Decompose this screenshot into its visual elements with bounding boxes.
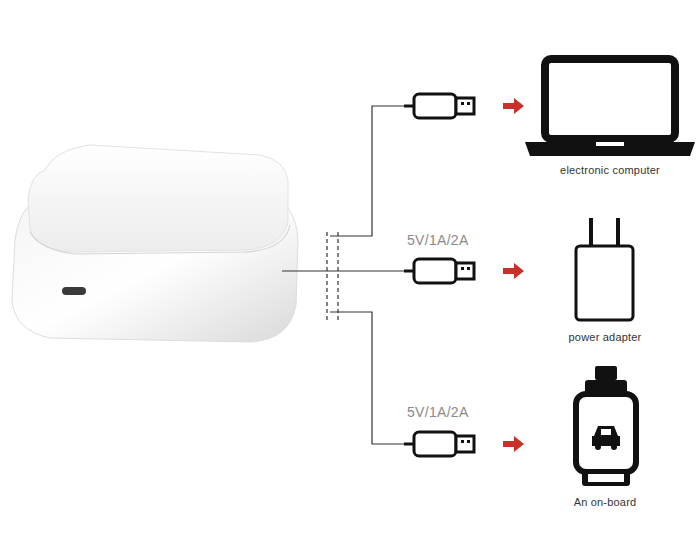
usb-plug	[404, 259, 474, 283]
device-icon	[545, 214, 665, 346]
usb-plug	[404, 94, 474, 118]
car-charger-icon	[576, 366, 636, 486]
power-rating: 5V/1A/2A	[407, 232, 469, 248]
cable	[282, 106, 408, 444]
red-arrows	[503, 98, 524, 452]
device-icon	[520, 48, 700, 182]
device-caption: An on-board	[545, 496, 665, 508]
power-adapter-icon	[576, 218, 633, 320]
adapter-node: power adapter	[545, 214, 665, 346]
laptop-node: electronic computer	[520, 48, 700, 182]
device-caption: power adapter	[545, 331, 665, 343]
usb-plug	[404, 432, 474, 456]
device-icon	[545, 360, 665, 512]
charging-case	[12, 145, 298, 342]
device-caption: electronic computer	[520, 164, 700, 176]
red-arrow	[503, 436, 524, 452]
red-arrow	[503, 263, 524, 279]
usb-plugs	[404, 94, 474, 456]
power-rating: 5V/1A/2A	[407, 404, 469, 420]
red-arrow	[503, 98, 524, 114]
car-charger-node: An on-board	[545, 360, 665, 512]
laptop-icon	[525, 59, 695, 156]
